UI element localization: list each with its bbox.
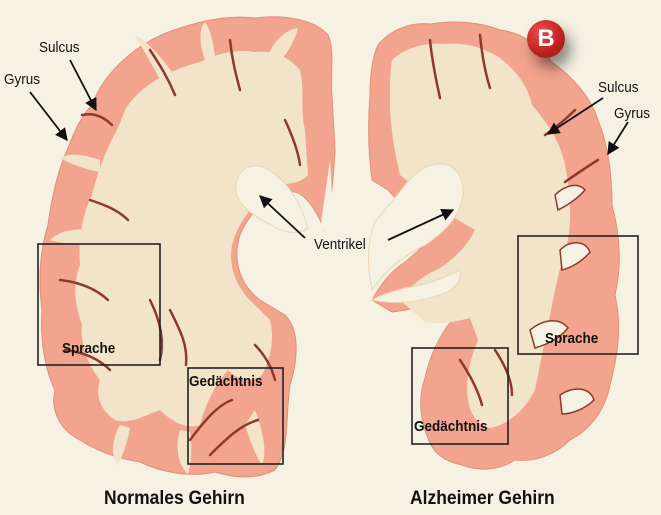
alzheimer-memory-label: Gedächtnis [414, 419, 488, 434]
alzheimer-gyrus-arrow [608, 122, 628, 154]
alzheimer-gyrus-label: Gyrus [614, 106, 650, 121]
figure-badge: B [527, 20, 565, 58]
normal-gyrus-arrow [30, 92, 67, 140]
alzheimer-brain [368, 22, 619, 469]
normal-sulcus-label: Sulcus [39, 40, 80, 55]
normal-gyrus-label: Gyrus [4, 72, 40, 87]
normal-sulcus-arrow [70, 60, 96, 110]
alzheimer-language-label: Sprache [545, 331, 598, 346]
alzheimer-sulcus-label: Sulcus [598, 80, 639, 95]
normal-memory-label: Gedächtnis [189, 374, 263, 389]
normal-language-label: Sprache [62, 341, 115, 356]
normal-brain-caption: Normales Gehirn [104, 488, 245, 510]
alzheimer-brain-caption: Alzheimer Gehirn [410, 488, 555, 510]
ventricle-label: Ventrikel [314, 237, 366, 252]
